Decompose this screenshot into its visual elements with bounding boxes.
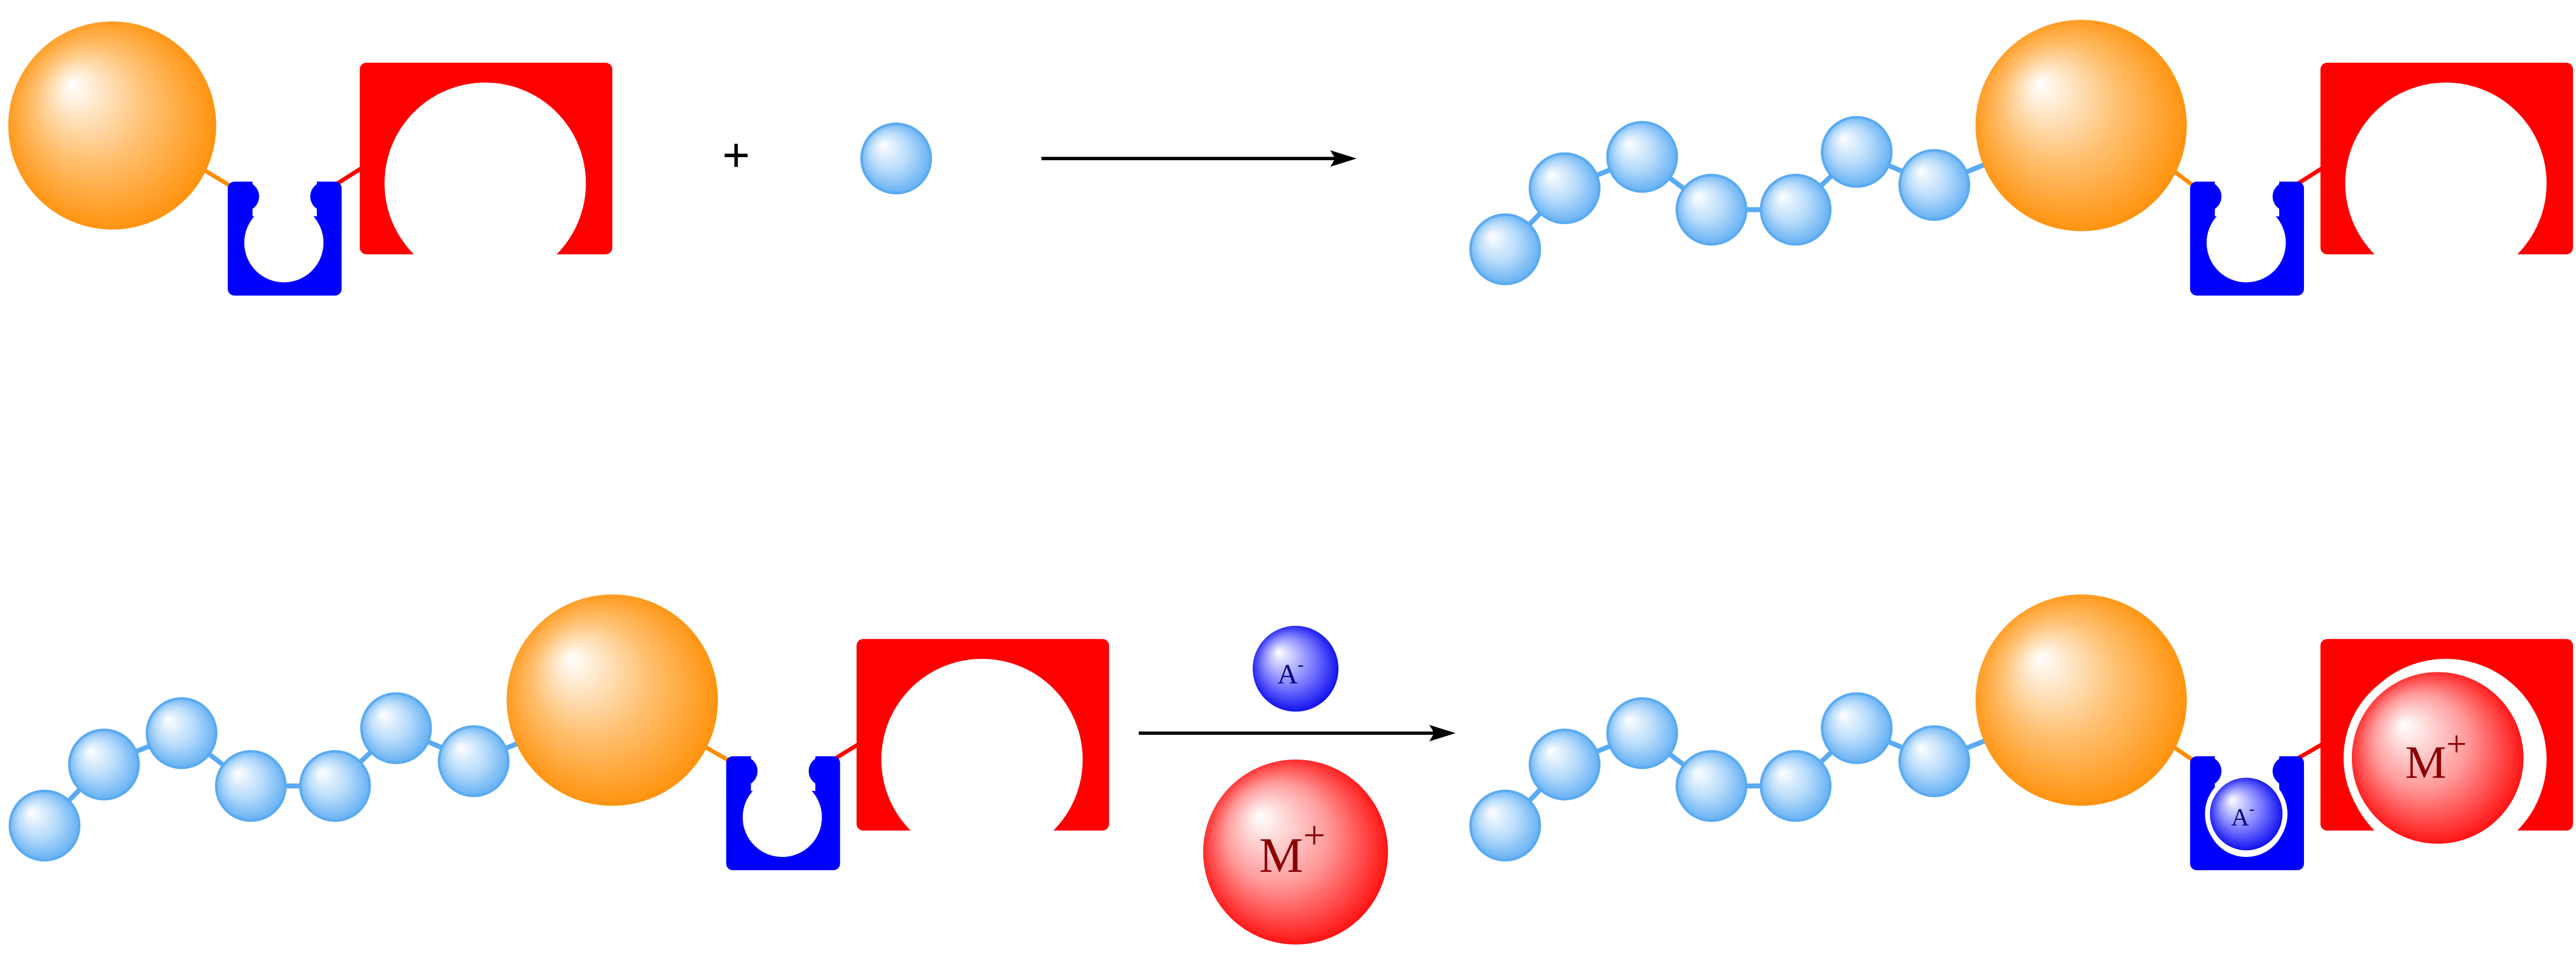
polymer-host-reactant [10, 594, 1109, 872]
anion-sphere [1252, 626, 1338, 712]
anion-receptor [726, 754, 840, 870]
reaction-arrow-1 [1041, 150, 1357, 167]
anion-charge: - [1298, 654, 1304, 675]
core-sphere [506, 594, 718, 806]
bound-anion-charge: - [2249, 799, 2255, 818]
core-sphere [1975, 20, 2187, 231]
bound-cation-label: M [2405, 737, 2447, 788]
cation-sphere [1203, 760, 1388, 945]
bound-cation-charge: + [2446, 724, 2467, 765]
cation-receptor [2320, 62, 2573, 296]
plus-sign: + [722, 127, 750, 182]
bound-cation-sphere [2351, 672, 2524, 844]
core-sphere [1975, 594, 2187, 806]
anion-reagent: A- [1252, 626, 1338, 712]
cation-charge: + [1303, 813, 1325, 857]
monomer-sphere [860, 122, 933, 195]
ion-pair-complex-product: A- M+ [1470, 594, 2573, 872]
host-receptor-reactant [8, 21, 613, 296]
reaction-arrow-2 [1139, 724, 1456, 741]
svg-text:A-: A- [2231, 799, 2255, 831]
svg-text:M+: M+ [2405, 724, 2467, 788]
anion-label: A [1278, 659, 1298, 690]
bound-anion-sphere [2210, 778, 2283, 851]
core-sphere [8, 21, 216, 230]
svg-text:M+: M+ [1259, 813, 1326, 883]
cation-label: M [1259, 828, 1303, 883]
bound-anion-label: A [2231, 804, 2249, 831]
anion-receptor [2190, 180, 2304, 296]
cation-receptor [360, 62, 613, 296]
svg-text:A-: A- [1278, 654, 1304, 690]
polymer-host-product [1470, 20, 2573, 296]
cation-reagent: M+ [1203, 760, 1388, 945]
anion-receptor [228, 180, 342, 296]
cation-receptor [856, 639, 1109, 872]
